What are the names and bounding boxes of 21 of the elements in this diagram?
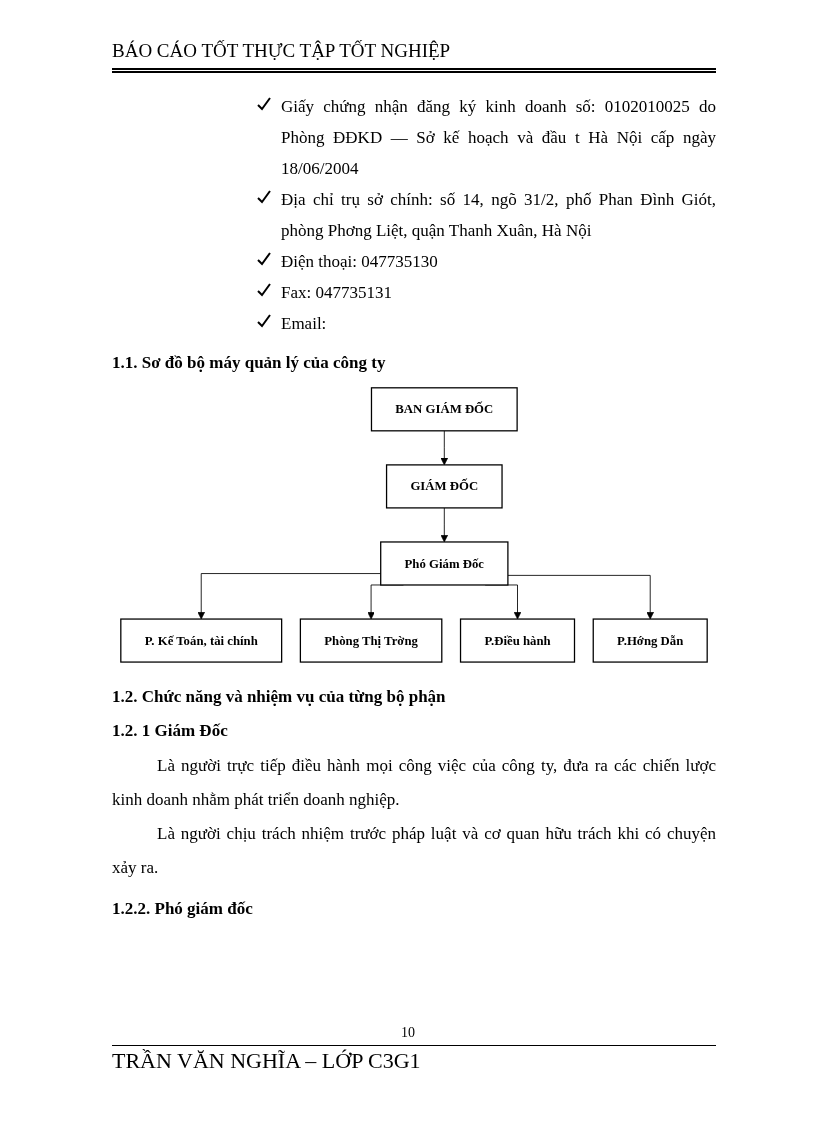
node-box: BAN GIÁM ĐỐC — [370, 387, 518, 432]
body-paragraph: Là người chịu trách nhiệm trước pháp luật và cơ quan hữu trách khi có chuyện xảy ra. — [112, 822, 716, 879]
diagram-title: 1.1. Sơ đồ bộ máy quản lý của công ty — [112, 353, 387, 373]
section-heading: 1.2. 1 Giám Đốc — [112, 720, 229, 741]
node-box: P. Kế Toán, tài chính — [120, 618, 283, 663]
node-box: Phòng Thị Trờng — [299, 618, 443, 663]
page-number: 10 — [400, 1025, 416, 1041]
node-box: Phó Giám Đốc — [380, 541, 509, 586]
bullet-text: Fax: 047735131 — [281, 282, 392, 304]
section-heading: 1.2.2. Phó giám đốc — [112, 898, 254, 919]
node-box: P.Hớng Dẫn — [592, 618, 708, 663]
bullet-text: Địa chỉ trụ sở chính: số 14, ngõ 31/2, phố Phan Đình Giót, phòng Phơng Liệt, quận Thanh Xuân, Hà Nội — [281, 189, 716, 242]
body-paragraph: Là người trực tiếp điều hành mọi công việc của công ty, đưa ra các chiến lược kinh doanh nhằm phát triển doanh nghiệp. — [112, 754, 716, 811]
bullet-text: Giấy chứng nhận đăng ký kinh doanh số: 0102010025 do Phòng ĐĐKD — Sở kế hoạch và đầu t Hà Nội cấp ngày 18/06/2004 — [281, 96, 716, 180]
running-footer: TRẦN VĂN NGHĨA – LỚP C3G1 — [112, 1045, 716, 1074]
section-heading: 1.2. Chức năng và nhiệm vụ của từng bộ phận — [112, 686, 447, 707]
bullet-text: Email: — [281, 313, 327, 335]
node-box: P.Điều hành — [459, 618, 576, 663]
running-header: BÁO CÁO TỐT THỰC TẬP TỐT NGHIỆP — [112, 40, 716, 73]
node-box: GIÁM ĐỐC — [385, 464, 503, 509]
bullet-text: Điện thoại: 047735130 — [281, 251, 438, 273]
